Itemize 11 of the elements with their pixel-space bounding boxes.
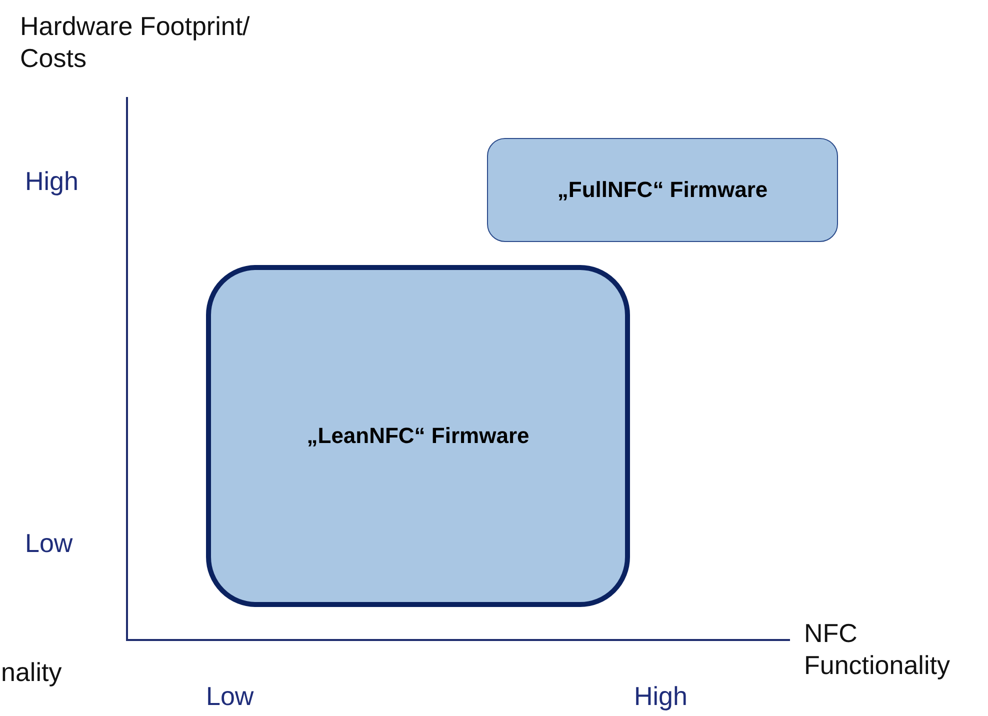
tick-label: Low xyxy=(206,680,254,712)
box-label: „FullNFC“ Firmware xyxy=(557,177,768,203)
axis-title: nality xyxy=(1,656,62,688)
firmware-box xyxy=(487,138,838,242)
firmware-box xyxy=(206,265,630,607)
box-label: „LeanNFC“ Firmware xyxy=(306,423,530,449)
tick-label: High xyxy=(25,165,78,197)
axis-title: Hardware Footprint/ Costs xyxy=(20,10,251,74)
axis-title: NFC Functionality xyxy=(804,617,951,681)
tick-label: Low xyxy=(25,527,73,559)
tick-label: High xyxy=(634,680,688,712)
